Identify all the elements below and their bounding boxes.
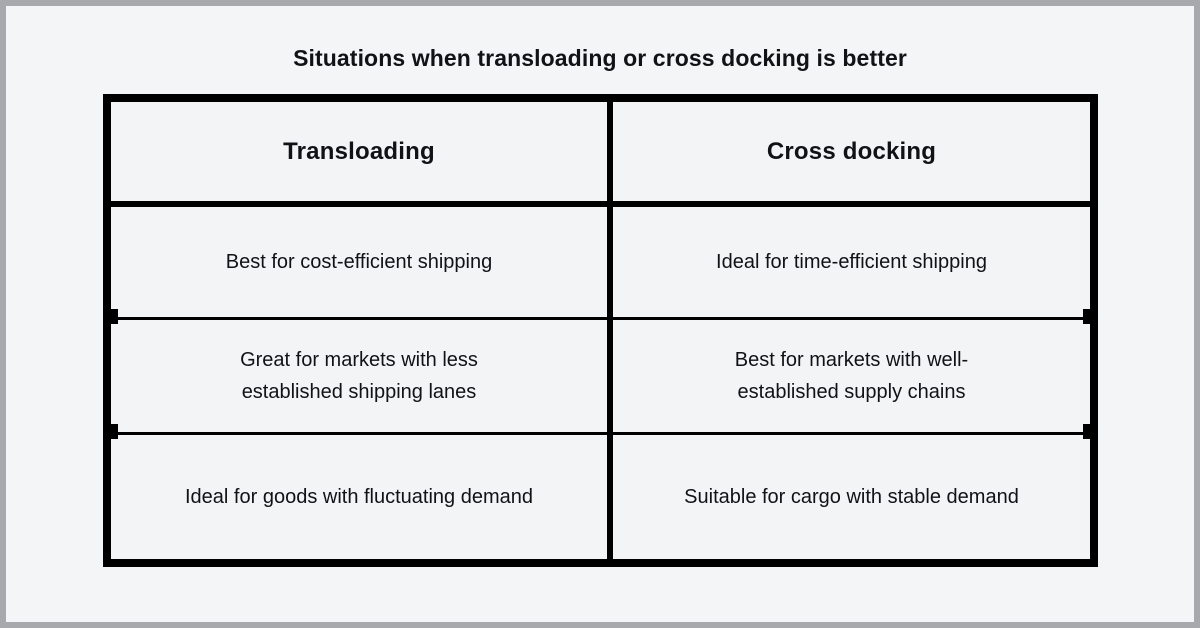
row-resize-handle-left-1[interactable] <box>105 309 118 324</box>
table-cell-r1c2[interactable]: Ideal for time-efficient shipping <box>613 207 1090 317</box>
table-cell-r2c2-text: Best for markets with well- established … <box>735 344 968 408</box>
table-cell-r1c1-text: Best for cost-efficient shipping <box>226 246 492 278</box>
table-header-transloading[interactable]: Transloading <box>111 102 607 201</box>
table-cell-r2c1-line1: Great for markets with less <box>240 349 478 371</box>
row-resize-handle-right-1[interactable] <box>1083 309 1096 324</box>
table-cell-r3c2[interactable]: Suitable for cargo with stable demand <box>613 435 1090 559</box>
table-grid: Transloading Cross docking Best for cost… <box>105 102 1096 559</box>
table-cell-r2c2-line2: established supply chains <box>737 381 966 403</box>
table-cell-r3c2-text: Suitable for cargo with stable demand <box>684 481 1019 513</box>
comparison-table[interactable]: Transloading Cross docking Best for cost… <box>103 94 1098 567</box>
table-cell-r1c2-line1: Ideal for time-efficient shipping <box>716 251 987 273</box>
table-header-transloading-label: Transloading <box>283 137 435 165</box>
slide-canvas: Situations when transloading or cross do… <box>6 6 1194 622</box>
table-cell-r2c1-text: Great for markets with less established … <box>240 344 478 408</box>
table-header-cross-docking-label: Cross docking <box>766 137 937 165</box>
table-cell-r3c1-text: Ideal for goods with fluctuating demand <box>185 481 533 513</box>
table-cell-r3c1-line1: Ideal for goods with fluctuating demand <box>185 486 533 508</box>
table-cell-r1c2-text: Ideal for time-efficient shipping <box>716 246 987 278</box>
table-cell-r2c2-line1: Best for markets with well- <box>734 349 969 371</box>
table-cell-r1c1-line1: Best for cost-efficient shipping <box>225 251 493 273</box>
table-cell-r2c2[interactable]: Best for markets with well- established … <box>613 320 1090 432</box>
page-title: Situations when transloading or cross do… <box>293 45 907 71</box>
row-resize-handle-right-2[interactable] <box>1083 424 1096 439</box>
table-column-divider <box>607 102 613 559</box>
table-cell-r3c2-line1: Suitable for cargo with stable demand <box>684 486 1019 508</box>
table-header-cross-docking[interactable]: Cross docking <box>613 102 1090 201</box>
table-row-divider-2 <box>111 432 1090 435</box>
table-cell-r2c1-line2: established shipping lanes <box>241 381 477 403</box>
table-header-divider <box>111 201 1090 207</box>
table-cell-r1c1[interactable]: Best for cost-efficient shipping <box>111 207 607 317</box>
row-resize-handle-left-2[interactable] <box>105 424 118 439</box>
table-row-divider-1 <box>111 317 1090 320</box>
table-cell-r2c1[interactable]: Great for markets with less established … <box>111 320 607 432</box>
table-cell-r3c1[interactable]: Ideal for goods with fluctuating demand <box>111 435 607 559</box>
